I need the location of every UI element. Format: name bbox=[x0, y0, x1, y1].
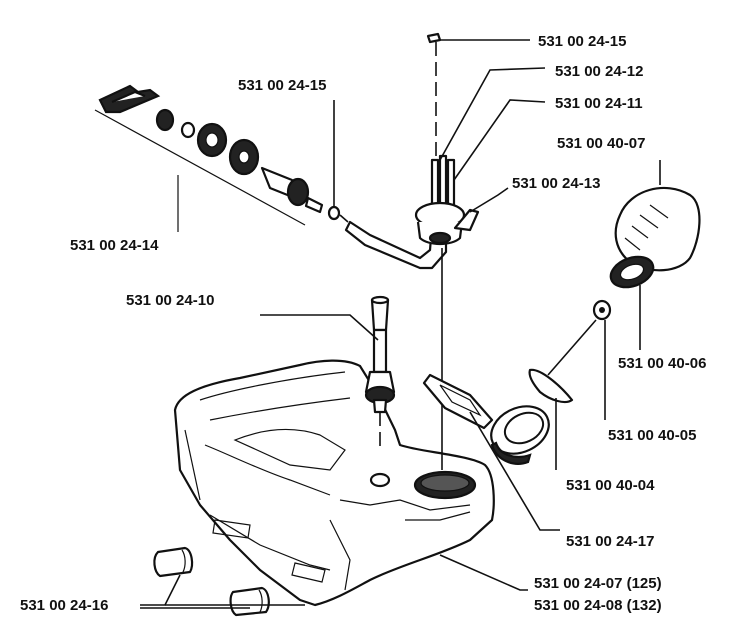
fuel-tank-drawing bbox=[173, 359, 495, 607]
label-531-00-24-16: 531 00 24-16 bbox=[20, 597, 108, 614]
leader-lines bbox=[140, 39, 661, 609]
fuel-pickup-drawing bbox=[364, 295, 396, 450]
label-531-00-24-07: 531 00 24-07 (125) bbox=[534, 575, 662, 592]
label-531-00-24-10: 531 00 24-10 bbox=[126, 292, 214, 309]
vent-assembly-drawing bbox=[414, 32, 480, 470]
label-531-00-24-15-left: 531 00 24-15 bbox=[238, 77, 326, 94]
label-531-00-40-06: 531 00 40-06 bbox=[618, 355, 706, 372]
fuel-filter-kit-drawing bbox=[94, 84, 341, 232]
label-531-00-40-04: 531 00 40-04 bbox=[566, 477, 655, 494]
label-531-00-24-08: 531 00 24-08 (132) bbox=[534, 597, 662, 614]
tank-cap-drawing bbox=[609, 186, 701, 289]
label-531-00-24-11: 531 00 24-11 bbox=[555, 95, 643, 112]
label-531-00-24-14: 531 00 24-14 bbox=[70, 237, 159, 254]
label-531-00-24-15-top: 531 00 24-15 bbox=[538, 33, 626, 50]
grommet-drawing bbox=[422, 373, 494, 430]
cap-strap-drawing bbox=[528, 299, 612, 404]
label-531-00-24-17: 531 00 24-17 bbox=[566, 533, 654, 550]
label-531-00-24-12: 531 00 24-12 bbox=[555, 63, 643, 80]
label-531-00-24-13: 531 00 24-13 bbox=[512, 175, 600, 192]
label-531-00-40-07: 531 00 40-07 bbox=[557, 135, 645, 152]
filler-cap-drawing bbox=[490, 405, 550, 465]
label-531-00-40-05: 531 00 40-05 bbox=[608, 427, 696, 444]
